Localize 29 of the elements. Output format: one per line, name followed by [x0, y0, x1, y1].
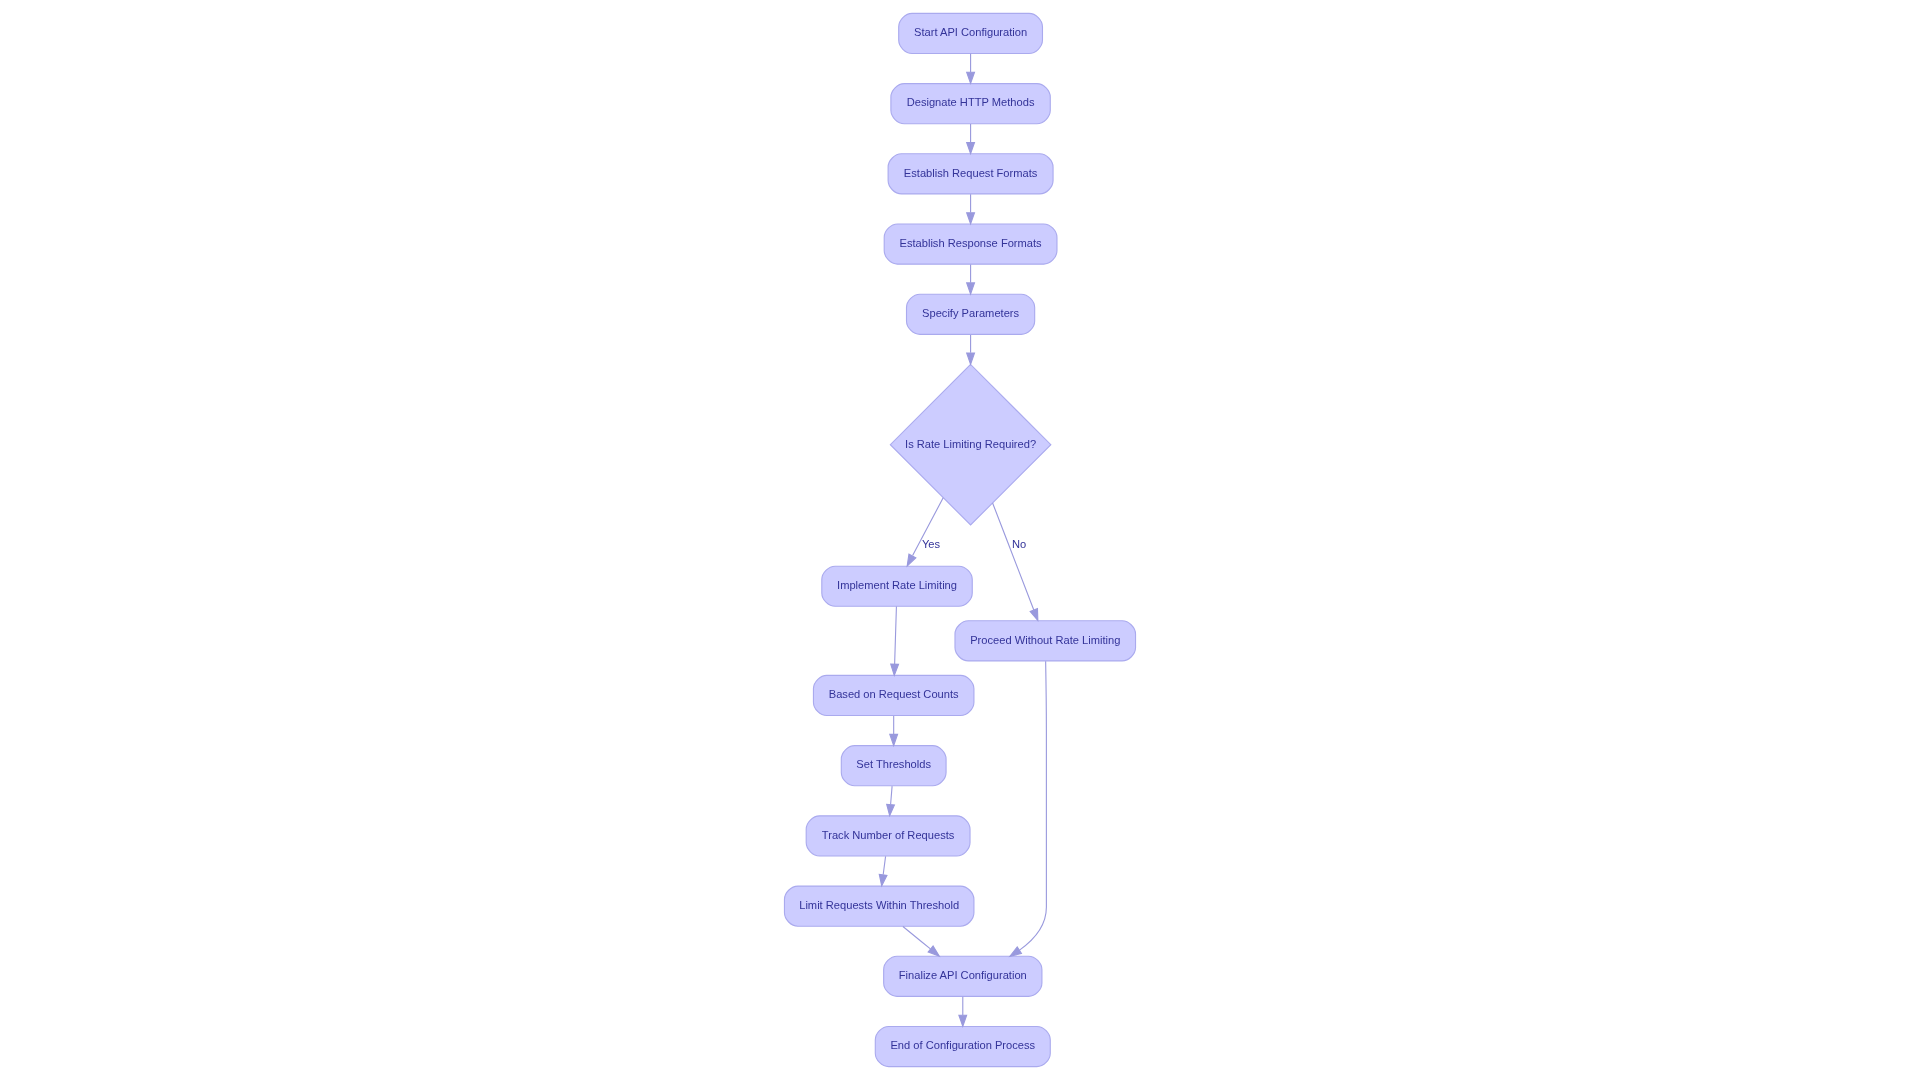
arrow: [958, 996, 968, 1028]
arrow: [965, 263, 976, 296]
node-box: End of Configuration Process: [874, 1025, 1051, 1068]
arrow: [1008, 660, 1047, 958]
arrow: [889, 605, 900, 678]
arrow: [906, 497, 944, 568]
edge-label: No: [1011, 538, 1027, 551]
edge-label: Yes: [921, 538, 941, 551]
arrow: [902, 926, 941, 958]
arrow: [885, 785, 896, 818]
arrow: [878, 855, 888, 888]
node-box: Start API Configuration: [898, 12, 1044, 55]
node-box: Finalize API Configuration: [883, 955, 1043, 997]
node-box: Designate HTTP Methods: [890, 83, 1051, 125]
node-box: Set Thresholds: [840, 745, 947, 787]
node-box: Specify Parameters: [905, 293, 1036, 335]
node-box: Implement Rate Limiting: [821, 565, 973, 607]
arrow: [965, 193, 976, 226]
arrow: [965, 53, 976, 86]
arrow: [992, 502, 1039, 623]
node-box: Establish Request Formats: [887, 153, 1054, 195]
node-box: Limit Requests Within Threshold: [783, 885, 975, 927]
arrow: [889, 715, 899, 748]
node-box: Based on Request Counts: [812, 674, 975, 717]
node-box: Track Number of Requests: [805, 815, 971, 857]
node-box: Proceed Without Rate Limiting: [954, 620, 1137, 662]
node-diamond: Is Rate Limiting Required?: [889, 363, 1052, 526]
node-box: Establish Response Formats: [883, 223, 1058, 265]
arrow: [965, 123, 976, 156]
